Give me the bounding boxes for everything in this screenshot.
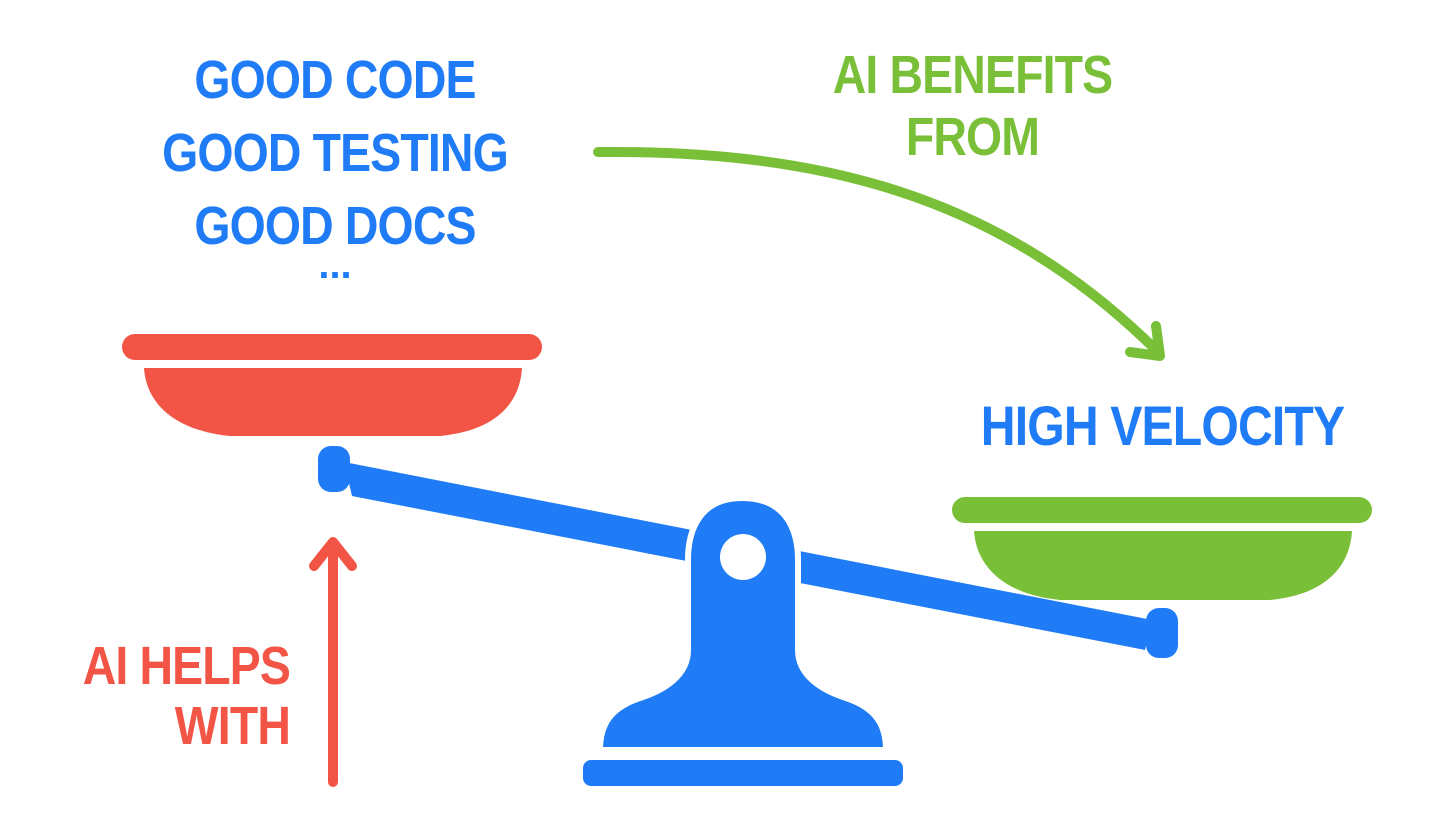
curved-arrow-icon: [593, 146, 1165, 361]
ai-helps-line2: WITH: [174, 696, 291, 756]
good-testing-label: GOOD TESTING: [162, 123, 509, 183]
left-pan-items: GOOD CODE GOOD TESTING GOOD DOCS ...: [130, 44, 540, 285]
ai-benefits-line1: AI BENEFITS: [832, 45, 1113, 105]
more-items-ellipsis: ...: [318, 243, 352, 287]
right-pan: [952, 497, 1372, 600]
ai-benefits-from-label: AI BENEFITS FROM: [800, 44, 1145, 168]
good-code-label: GOOD CODE: [194, 50, 476, 110]
ai-helps-line1: AI HELPS: [82, 636, 291, 696]
up-arrow-icon: [309, 537, 357, 787]
ai-benefits-line2: FROM: [905, 107, 1040, 167]
right-pan-hanger: [1146, 608, 1178, 658]
good-docs-label: GOOD DOCS: [194, 196, 476, 256]
scale-stand: [583, 494, 903, 786]
left-pan-hanger: [318, 446, 350, 492]
high-velocity-label: HIGH VELOCITY: [980, 394, 1345, 457]
ai-helps-with-label: AI HELPS WITH: [30, 636, 291, 756]
left-pan: [122, 334, 542, 436]
